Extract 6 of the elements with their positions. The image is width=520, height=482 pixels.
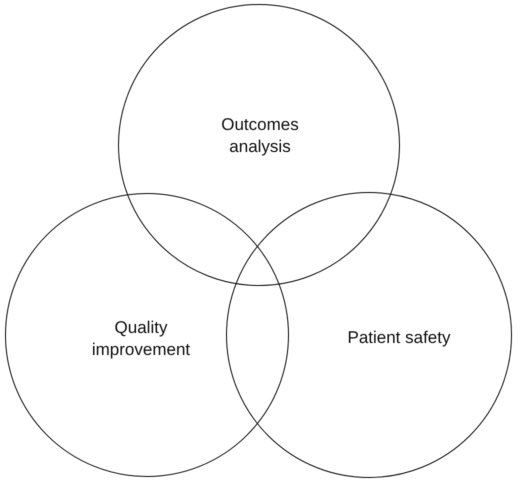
venn-circle — [226, 192, 512, 478]
circle-label: Quality improvement — [90, 317, 192, 361]
venn-circle — [118, 4, 400, 286]
venn-circle — [5, 193, 289, 477]
circle-label: Patient safety — [346, 327, 452, 349]
circle-label: Outcomes analysis — [220, 114, 300, 158]
